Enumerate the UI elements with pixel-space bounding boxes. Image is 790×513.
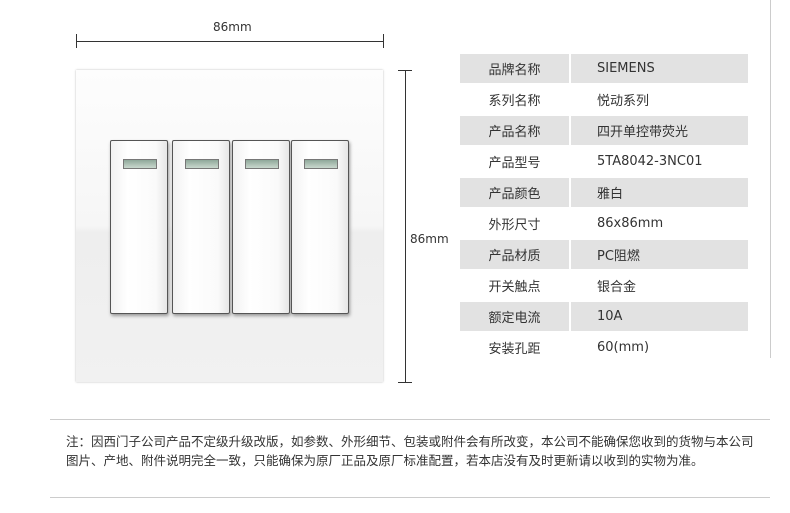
spec-label: 产品名称 (460, 116, 569, 145)
spec-row: 开关触点 银合金 (460, 270, 748, 301)
width-dimension-line (76, 41, 384, 42)
spec-value: 悦动系列 (597, 94, 650, 109)
switch-rocker-2 (172, 140, 230, 314)
spec-value: 60(mm) (597, 340, 650, 355)
divider (770, 0, 771, 358)
spec-value: 5TA8042-3NC01 (597, 154, 703, 169)
spec-row: 产品名称四开单控带荧光 (460, 115, 748, 146)
disclaimer-text: 注：因西门子公司产品不定级升级改版，如参数、外形细节、包装或附件会有所改变，本公… (66, 434, 754, 468)
spec-row: 系列名称 悦动系列 (460, 84, 748, 115)
spec-label: 产品型号 (488, 156, 541, 171)
spec-label: 额定电流 (460, 302, 569, 331)
indicator-light (304, 159, 338, 169)
spec-label: 安装孔距 (488, 342, 541, 357)
spec-label: 产品材质 (460, 240, 569, 269)
height-dimension-line (405, 70, 406, 383)
spec-row: 产品型号 5TA8042-3NC01 (460, 146, 748, 177)
spec-value: SIEMENS (571, 54, 748, 83)
spec-value: 10A (571, 302, 748, 331)
spec-label: 品牌名称 (460, 54, 569, 83)
disclaimer-box: 注：因西门子公司产品不定级升级改版，如参数、外形细节、包装或附件会有所改变，本公… (50, 419, 770, 498)
indicator-light (123, 159, 157, 169)
spec-label: 系列名称 (488, 94, 541, 109)
spec-value: 银合金 (597, 280, 637, 295)
spec-value: PC阻燃 (571, 240, 748, 269)
indicator-light (245, 159, 279, 169)
switch-rocker-4 (291, 140, 349, 314)
spec-row: 安装孔距 60(mm) (460, 332, 748, 363)
spec-value: 雅白 (571, 178, 748, 207)
switch-rocker-1 (110, 140, 168, 314)
spec-label: 外形尺寸 (488, 218, 541, 233)
indicator-light (185, 159, 219, 169)
width-dimension-label: 86mm (210, 20, 255, 34)
switch-rocker-3 (232, 140, 290, 314)
spec-label: 产品颜色 (460, 178, 569, 207)
spec-value: 四开单控带荧光 (571, 116, 748, 145)
spec-label: 开关触点 (488, 280, 541, 295)
spec-row: 外形尺寸 86x86mm (460, 208, 748, 239)
spec-value: 86x86mm (597, 216, 664, 231)
spec-row: 产品颜色雅白 (460, 177, 748, 208)
height-dimension-label: 86mm (410, 232, 449, 246)
